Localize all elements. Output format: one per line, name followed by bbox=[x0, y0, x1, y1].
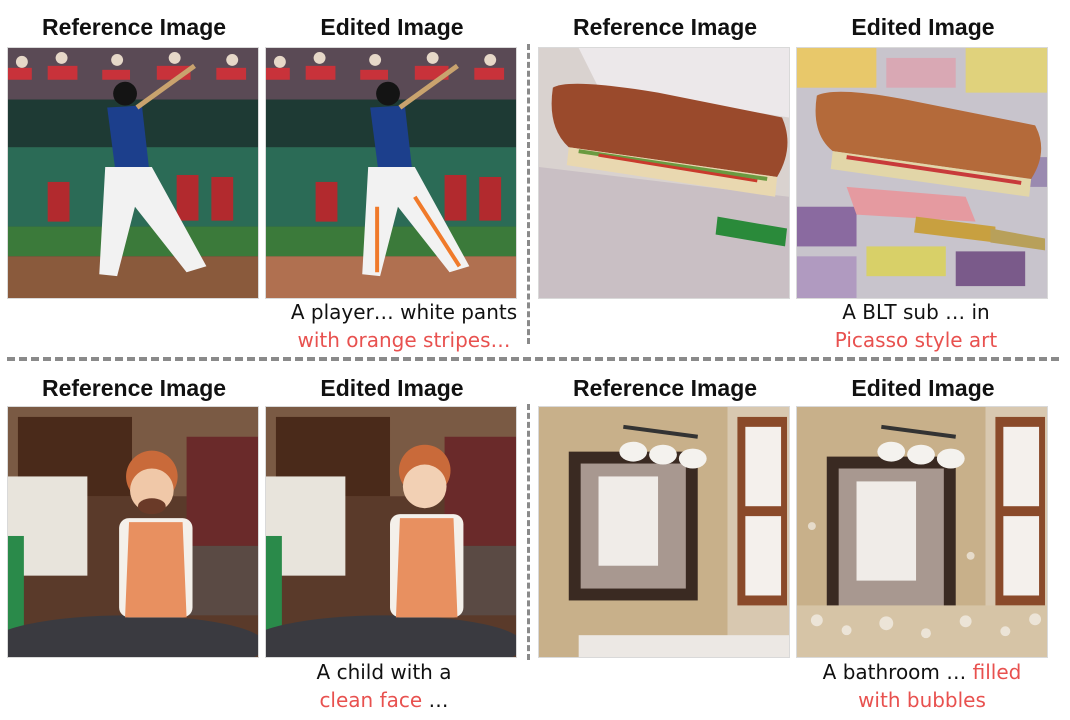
edited-image-header: Edited Image bbox=[851, 14, 995, 40]
edited-image-header: Edited Image bbox=[320, 14, 464, 40]
caption-highlight: clean face bbox=[319, 688, 423, 712]
vertical-separator bbox=[527, 404, 530, 660]
caption-highlight: with orange stripes… bbox=[297, 328, 511, 352]
baseball-caption: A player… white pants with orange stripe… bbox=[234, 298, 574, 354]
caption-highlight: Picasso style art bbox=[834, 328, 998, 352]
caption-text: A player… white pants bbox=[290, 300, 518, 324]
bathroom-caption: A bathroom … filled with bubbles bbox=[752, 658, 1070, 714]
baseball-edited-image bbox=[265, 47, 517, 299]
baseball-reference-image bbox=[7, 47, 259, 299]
child-reference-image bbox=[7, 406, 259, 658]
caption-highlight-inline: filled bbox=[972, 660, 1022, 684]
caption-tail: … bbox=[422, 688, 449, 712]
caption-text: A BLT sub … in bbox=[842, 300, 990, 324]
reference-image-header: Reference Image bbox=[572, 375, 758, 401]
reference-image-header: Reference Image bbox=[41, 375, 227, 401]
caption-highlight: with bubbles bbox=[858, 688, 986, 712]
sandwich-edited-image bbox=[796, 47, 1048, 299]
bathroom-reference-image bbox=[538, 406, 790, 658]
bathroom-edited-image bbox=[796, 406, 1048, 658]
edited-image-header: Edited Image bbox=[851, 375, 995, 401]
sandwich-reference-image bbox=[538, 47, 790, 299]
edited-image-header: Edited Image bbox=[320, 375, 464, 401]
child-caption: A child with a clean face … bbox=[214, 658, 554, 714]
horizontal-separator bbox=[7, 357, 1059, 361]
sandwich-caption: A BLT sub … in Picasso style art bbox=[746, 298, 1070, 354]
child-edited-image bbox=[265, 406, 517, 658]
reference-image-header: Reference Image bbox=[572, 14, 758, 40]
caption-text: A child with a bbox=[316, 660, 452, 684]
reference-image-header: Reference Image bbox=[41, 14, 227, 40]
caption-text: A bathroom … bbox=[822, 660, 973, 684]
vertical-separator bbox=[527, 44, 530, 344]
